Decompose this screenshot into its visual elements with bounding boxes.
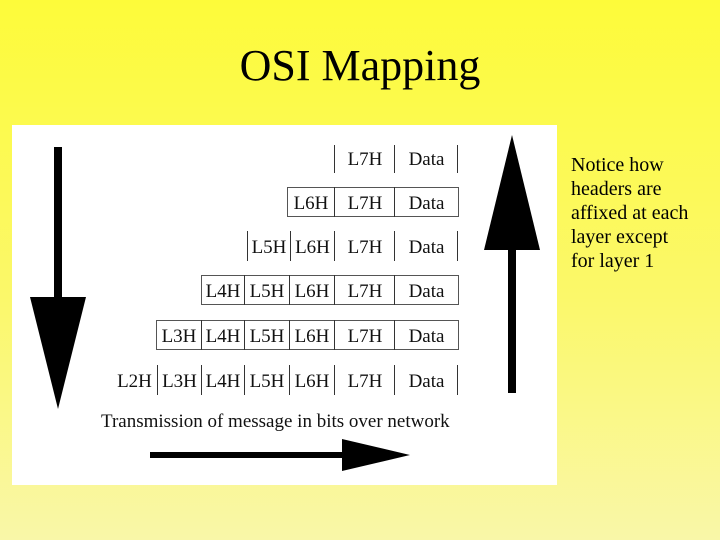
row-3-cell: L6H [295,237,330,258]
row-4-cell: Data [408,281,445,302]
row-5-divider [334,320,335,350]
row-6-cell: L3H [162,371,197,392]
row-1-divider [334,145,335,173]
note-line: headers are [571,178,662,200]
row-6-divider [289,365,290,395]
row-1-divider [394,145,395,173]
row-6-divider [157,365,158,395]
row-6-divider [394,365,395,395]
row-5-divider [394,320,395,350]
note-line: for layer 1 [571,250,655,272]
row-6-cell: L7H [347,371,383,392]
row-4-cell: L4H [205,281,241,302]
row-4-box [201,275,459,305]
row-4-divider [244,275,245,305]
row-2-cell: L6H [293,193,329,214]
osi-diagram: L7H Data L6H L7H Data L5H L6H L7H Data L… [12,125,557,485]
row-6-cell: L6H [294,371,330,392]
row-4-divider [394,275,395,305]
row-4-cell: L5H [249,281,285,302]
row-3-divider [290,231,291,261]
row-6-divider [244,365,245,395]
row-6-cell: L2H [117,371,152,392]
note-line: affixed at each [571,202,689,224]
row-3-cell: L7H [347,237,383,258]
row-5-divider [244,320,245,350]
row-4-cell: L6H [294,281,330,302]
row-2-divider [394,187,395,217]
row-6-cell: L5H [249,371,285,392]
row-3-divider [334,231,335,261]
row-1-cell: L7H [347,149,383,170]
page-title: OSI Mapping [239,41,481,90]
diagram-caption: Transmission of message in bits over net… [101,411,450,432]
row-5-cell: L4H [205,326,241,347]
row-5-cell: L3H [161,326,197,347]
row-4-divider [334,275,335,305]
row-3-cell: L5H [251,237,287,258]
note-line: Notice how [571,154,664,176]
row-5-box [156,320,459,350]
row-3-divider [394,231,395,261]
row-6-cell: L4H [205,371,241,392]
row-3-divider [247,231,248,261]
row-2-cell: L7H [347,193,383,214]
up-arrow-icon [484,135,540,393]
row-4-cell: L7H [347,281,383,302]
row-2-cell: Data [408,193,445,214]
row-5-cell: L5H [249,326,285,347]
row-5-cell: L6H [294,326,330,347]
down-arrow-icon [30,147,86,409]
right-arrow-icon [150,439,410,471]
note-line: layer except [571,226,669,248]
row-3-divider [457,231,458,261]
row-6-cell: Data [408,371,445,392]
row-6-divider [201,365,202,395]
row-5-cell: L7H [347,326,383,347]
row-1-divider [457,145,458,173]
row-4-divider [289,275,290,305]
row-6-divider [334,365,335,395]
row-5-divider [289,320,290,350]
row-5-divider [201,320,202,350]
row-2-divider [334,187,335,217]
row-1-cell: Data [408,149,445,170]
row-2-box [287,187,459,217]
row-3-cell: Data [408,237,445,258]
row-6-divider [457,365,458,395]
row-5-cell: Data [408,326,445,347]
side-note: Notice how headers are affixed at each l… [571,153,719,273]
